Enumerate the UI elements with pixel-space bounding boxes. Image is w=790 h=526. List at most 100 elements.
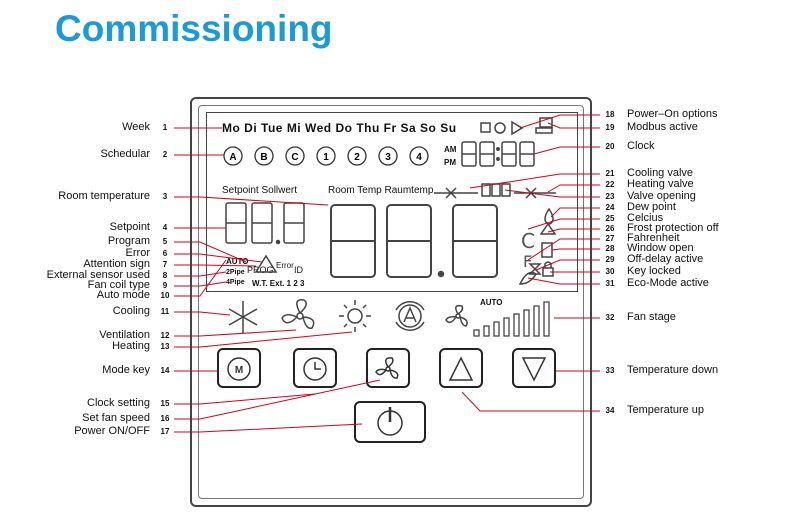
callout-number-left: 12	[160, 331, 170, 340]
auto-mode-icon	[398, 304, 422, 328]
callout-label-left: Cooling	[112, 305, 150, 317]
thermostat-device	[190, 97, 592, 507]
arrow-down-icon	[521, 357, 547, 382]
callout-label-left: Week	[122, 121, 150, 133]
callout-label-left: Room temperature	[58, 190, 150, 202]
callout-number-left: 16	[160, 414, 170, 423]
clock-icon	[303, 357, 327, 381]
callout-label-left: Attention sign	[83, 258, 150, 270]
callout-number-left: 11	[160, 307, 170, 316]
fan-auto-text: AUTO	[480, 298, 503, 307]
callout-label-left: Mode key	[102, 364, 150, 376]
timer-slot-circle	[285, 146, 305, 166]
leader-line	[547, 122, 600, 129]
pipe4-text: 4Pipe	[226, 279, 245, 286]
timer-slot-circle	[316, 146, 336, 166]
circle-option-icon	[494, 122, 506, 134]
timer-slot-circle	[223, 146, 243, 166]
leader-line	[469, 173, 600, 189]
callout-label-left: Program	[107, 235, 150, 247]
day-label: Su	[440, 121, 457, 135]
leader-line	[527, 238, 600, 261]
callout-number-right: 22	[605, 180, 615, 189]
fan-key-icon	[375, 357, 399, 379]
leader-line	[551, 248, 600, 251]
callout-label-right: Temperature down	[627, 364, 719, 376]
square-icon	[480, 122, 491, 133]
attention-icon	[254, 254, 278, 273]
error-text: Error	[276, 261, 294, 270]
callout-number-left: 1	[162, 123, 168, 132]
callout-number-left: 17	[160, 427, 170, 436]
callout-label-right: Valve opening	[627, 190, 696, 202]
leader-line	[174, 311, 231, 316]
clock-setting-key[interactable]	[293, 348, 337, 388]
week-days-row: Mo Di Tue Mi Wed Do Thu Fr Sa So Su	[222, 121, 457, 135]
fan-stage-bar	[493, 321, 500, 337]
room-temperature-digits	[330, 204, 498, 278]
temperature-down-key[interactable]	[512, 348, 556, 388]
page-title: Commissioning	[55, 8, 333, 49]
wt-ext-text: W.T. Ext. 1 2 3	[252, 279, 305, 288]
callout-label-right: Dew point	[627, 201, 676, 213]
fan-stage-bar	[513, 313, 520, 337]
leader-line	[547, 184, 600, 193]
leader-line	[174, 264, 257, 267]
leader-line	[174, 259, 227, 297]
leader-line	[527, 218, 600, 230]
mode-key[interactable]	[217, 348, 261, 388]
leader-line	[527, 277, 600, 285]
fan-speed-key[interactable]	[366, 348, 410, 388]
callout-label-left: Power ON/OFF	[74, 425, 150, 437]
leader-line	[174, 241, 247, 263]
lcd-display	[206, 112, 578, 292]
callout-label-right: Off-delay active	[627, 253, 704, 265]
callout-number-right: 26	[605, 224, 615, 233]
callout-number-right: 18	[605, 110, 615, 119]
room-temp-text: Room Temp Raumtemp	[328, 185, 434, 196]
callout-label-right: Fahrenheit	[627, 232, 680, 244]
callout-number-left: 2	[162, 150, 168, 159]
timer-slot-label: 1	[323, 152, 329, 163]
callout-label-left: Setpoint	[109, 221, 150, 233]
callout-label-right: Key locked	[627, 265, 681, 277]
setpoint-digits	[225, 202, 305, 244]
pm-indicator: PM	[444, 158, 456, 167]
callout-label-left: Ventilation	[99, 329, 150, 341]
callout-number-right: 33	[605, 366, 615, 375]
leader-line	[174, 253, 263, 263]
modbus-icon	[539, 117, 553, 128]
power-key[interactable]	[354, 401, 426, 443]
callout-number-right: 28	[605, 244, 615, 253]
timer-slot-label: 2	[354, 152, 360, 163]
day-label: Sa	[400, 121, 417, 135]
timer-slot-circle	[347, 146, 367, 166]
timer-slot-circle	[378, 146, 398, 166]
day-label: Fr	[383, 121, 397, 135]
leader-line	[174, 271, 227, 277]
day-label: So	[420, 121, 437, 135]
callout-number-left: 5	[162, 237, 168, 246]
leader-line	[535, 259, 600, 271]
callout-number-right: 20	[605, 142, 615, 151]
fan-icon	[281, 299, 315, 330]
mode-key-letter: M	[235, 365, 243, 376]
timer-slot-label: B	[260, 152, 267, 163]
day-label: Mo	[222, 121, 241, 135]
callout-number-right: 23	[605, 192, 615, 201]
mode-key-icon	[227, 357, 251, 381]
cooling-valve-icon	[434, 187, 478, 199]
leader-line	[174, 331, 353, 348]
callout-label-right: Eco-Mode active	[627, 277, 709, 289]
callout-number-left: 13	[160, 342, 170, 351]
fahrenheit-symbol: F	[523, 252, 533, 271]
leader-line	[174, 196, 329, 206]
pipe2-text: 2Pipe	[226, 269, 245, 276]
fan-stage-bar	[533, 305, 540, 337]
temperature-up-key[interactable]	[439, 348, 483, 388]
callout-label-right: Power–On options	[627, 108, 718, 120]
callout-number-right: 27	[605, 234, 615, 243]
setpoint-text: Setpoint Sollwert	[222, 185, 298, 196]
